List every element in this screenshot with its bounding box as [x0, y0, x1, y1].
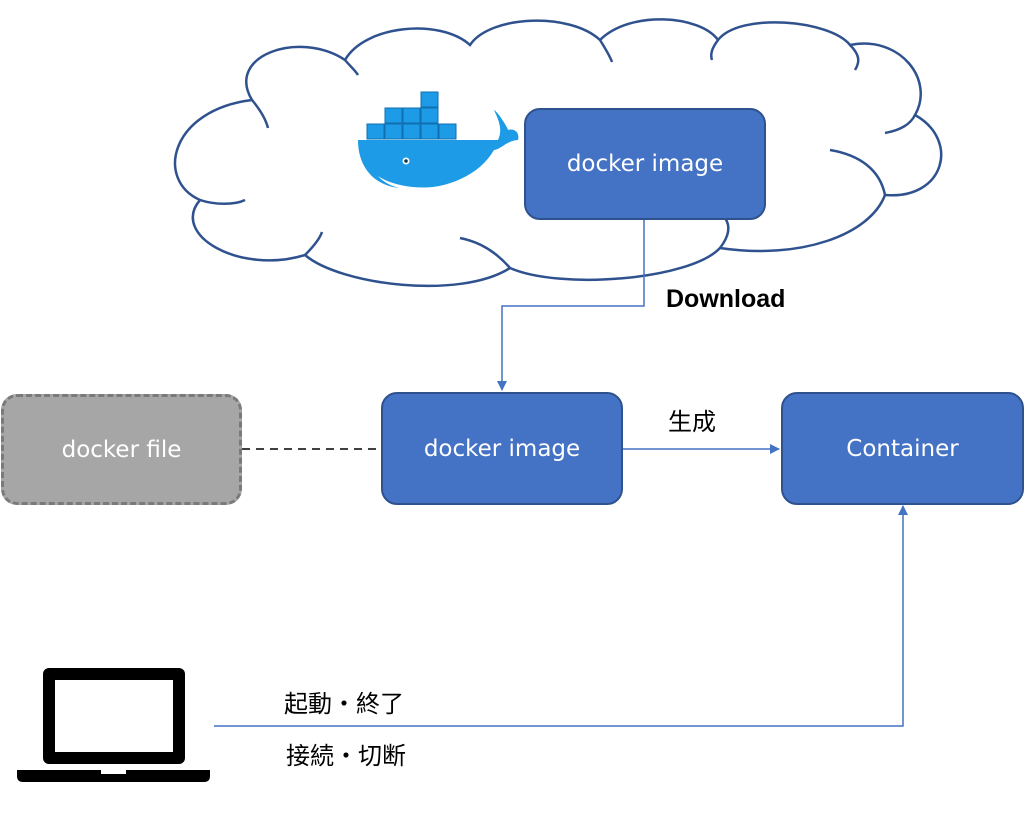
local-docker-image-box[interactable]: docker image [381, 392, 623, 505]
download-label: Download [666, 285, 786, 313]
registry-docker-image-box[interactable]: docker image [524, 108, 766, 220]
connect-disconnect-label: 接続・切断 [286, 742, 406, 770]
registry-docker-image-label: docker image [566, 151, 724, 177]
download-arrow [497, 220, 645, 391]
container-box[interactable]: Container [781, 392, 1024, 505]
client-control-arrow [214, 505, 908, 727]
dockerfile-label: docker file [61, 436, 182, 463]
laptop-icon [17, 668, 210, 782]
dockerfile-box[interactable]: docker file [1, 394, 242, 505]
container-label: Container [846, 435, 959, 462]
local-docker-image-label: docker image [423, 435, 581, 462]
start-stop-label: 起動・終了 [284, 690, 404, 718]
docker-whale-icon [358, 91, 519, 190]
generate-label: 生成 [668, 408, 716, 436]
